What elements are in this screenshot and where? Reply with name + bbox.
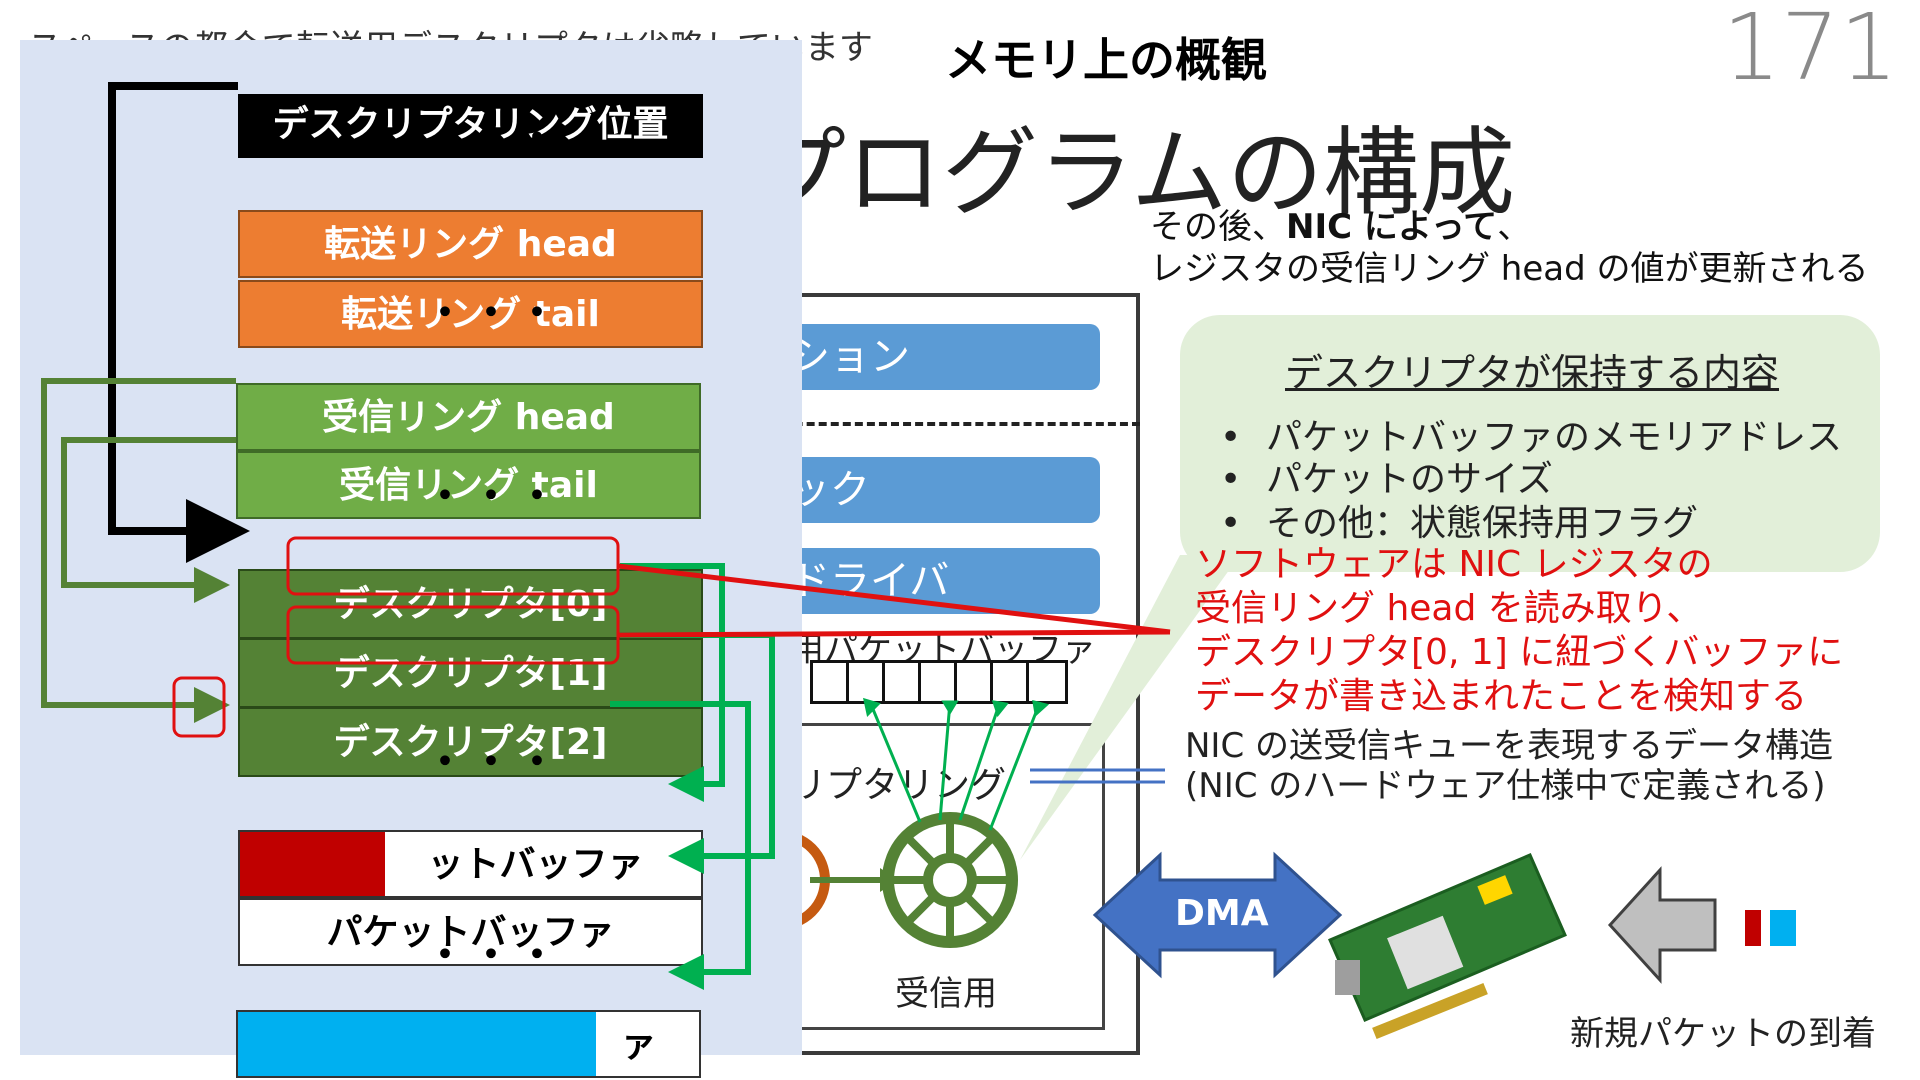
software-detection-note: ソフトウェアは NIC レジスタの 受信リング head を読み取り、 デスクリ… [1195,543,1843,719]
info-item-text: その他：状態保持用フラグ [1266,503,1699,544]
buffer-cell [993,663,1029,701]
packet-buffer-strip [810,660,1068,704]
buffer-cell [957,663,993,701]
buffer-label: ァ [620,1024,657,1065]
nic-update-note: その後、NIC によって、 レジスタの受信リング head の値が更新される [1150,206,1869,290]
descriptor-0-bar: デスクリプタ[0] [238,569,703,639]
info-item-text: パケットバッファのメモリアドレス [1266,417,1843,458]
buffer-cell [885,663,921,701]
memory-overview-panel: デスクリプタリング位置 ・・・ 転送リング head 転送リング tail ・・… [20,40,802,1078]
nic-desc-line2: (NIC のハードウェア仕様中で定義される) [1185,766,1826,806]
incoming-packet-red [1745,910,1761,946]
bullet: • [1220,459,1242,500]
after-bold: NIC によって [1286,207,1498,247]
desc1-highlight [286,605,620,665]
arrival-arrow [1607,866,1717,984]
dma-arrow [1092,851,1343,979]
rx-head-target-highlight [172,676,226,738]
kernel-boundary-line [650,422,1140,426]
ring-position-bar: デスクリプタリング位置 [238,94,703,158]
bullet: • [1220,417,1242,458]
red-pointer-line [617,629,1171,638]
desc0-highlight [286,536,620,596]
packet-buffer-2: ァ [236,1010,701,1078]
red-note-line: 受信リング head を読み取り、 [1195,588,1703,629]
buffer-fill-cyan [238,1012,596,1076]
rx-ring-icon [882,812,1018,948]
info-item: • パケットバッファのメモリアドレス [1220,408,1842,460]
after-prefix: その後、 [1150,207,1286,247]
buffer-cell [1029,663,1065,701]
dma-label: DMA [1175,893,1269,934]
red-pointer-line [617,563,1171,635]
rx-ring-tail-bar: 受信リング tail [236,451,701,519]
tx-ring-tail-bar: 転送リング tail [238,280,703,348]
buffer-cell [849,663,885,701]
descriptor-info-box [1180,315,1880,572]
rx-ring-head-bar: 受信リング head [236,383,701,451]
receive-ring-label: 受信用 [895,974,997,1014]
red-note-line: データが書き込まれたことを検知する [1195,676,1808,717]
slide-heading: メモリ上の概観 [945,33,1267,87]
buffer-cell [921,663,957,701]
info-box-title: デスクリプタが保持する内容 [1285,351,1780,395]
packet-buffer-0: ットバッファ [238,830,703,898]
descriptor-1-bar: デスクリプタ[1] [238,638,703,708]
buffer-cell [813,663,849,701]
nic-queue-description: NIC の送受信キューを表現するデータ構造 (NIC のハードウェア仕様中で定義… [1185,726,1833,806]
callout-wedge [1020,555,1240,860]
packet-buffer-1: パケットバッファ [238,898,703,966]
red-note-line: デスクリプタ[0, 1] に紐づくバッファに [1195,632,1844,673]
after-suffix: 、 [1497,207,1532,247]
buffer-label: ットバッファ [427,844,644,885]
nic-card-icon [1328,853,1567,1040]
info-item: • パケットのサイズ [1220,450,1553,502]
desc2-to-buffer-arrow [610,701,751,990]
slide-title: プログラムの構成 [750,117,1516,229]
buffer-fill-red [240,832,385,896]
descriptor-2-bar: デスクリプタ[2] [238,707,703,777]
desc0-to-buffer-arrow [620,563,725,802]
info-item: • その他：状態保持用フラグ [1220,494,1698,546]
incoming-packet-cyan [1770,910,1796,946]
rx-tail-arrow [61,437,236,603]
nic-desc-line1: NIC の送受信キューを表現するデータ構造 [1185,726,1834,766]
page-number: 171 [1722,0,1898,101]
ring-to-buffer-arrows [862,697,1050,831]
red-note-line: ソフトウェアは NIC レジスタの [1195,544,1713,585]
tx-ring-head-bar: 転送リング head [238,210,703,278]
arrival-label: 新規パケットの到着 [1570,1014,1876,1054]
after-line2: レジスタの受信リング head の値が更新される [1150,249,1869,289]
info-item-text: パケットのサイズ [1266,459,1553,500]
bullet: • [1220,503,1242,544]
rx-head-arrow [41,378,236,723]
ring-position-arrow [108,82,250,563]
